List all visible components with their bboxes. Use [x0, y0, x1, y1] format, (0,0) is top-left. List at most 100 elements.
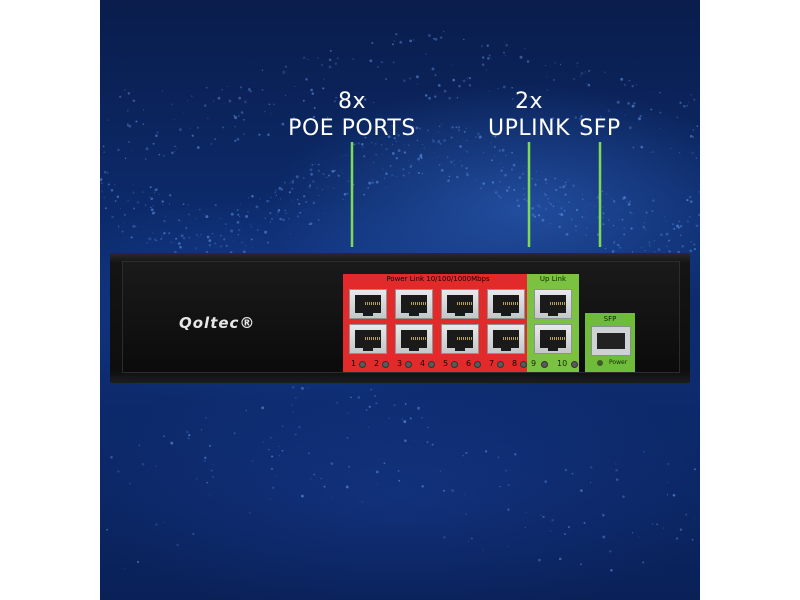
background-dot	[475, 136, 477, 138]
background-dot	[434, 151, 436, 153]
background-dot	[667, 481, 669, 483]
sfp-label: SFP	[568, 115, 632, 142]
background-dot	[466, 78, 468, 80]
background-dot	[465, 139, 468, 142]
background-dot	[523, 171, 525, 173]
background-dot	[346, 436, 349, 439]
background-dot	[391, 173, 394, 177]
background-dot	[372, 178, 374, 181]
background-dot	[385, 148, 388, 150]
background-dot	[505, 143, 508, 145]
background-dot	[156, 240, 158, 242]
background-dot	[208, 239, 212, 243]
background-dot	[678, 220, 681, 223]
background-dot	[490, 159, 493, 162]
background-dot	[490, 142, 492, 144]
background-dot	[607, 109, 611, 113]
background-dot	[490, 57, 492, 59]
background-dot	[163, 220, 166, 223]
background-dot	[627, 203, 631, 206]
background-dot	[238, 96, 242, 100]
background-dot	[408, 172, 410, 174]
background-dot	[371, 42, 374, 44]
background-dot	[133, 224, 137, 228]
background-dot	[412, 39, 415, 41]
background-dot	[292, 200, 294, 202]
background-dot	[511, 168, 513, 171]
background-dot	[171, 103, 173, 105]
background-dot	[641, 247, 643, 249]
background-dot	[582, 198, 584, 200]
background-dot	[544, 194, 547, 197]
background-dot	[610, 569, 613, 572]
background-dot	[274, 191, 276, 194]
background-dot	[268, 103, 271, 106]
background-dot	[534, 183, 537, 186]
background-dot	[310, 88, 313, 92]
background-dot	[454, 164, 456, 166]
background-dot	[376, 65, 379, 69]
background-dot	[268, 200, 271, 202]
background-dot	[586, 227, 588, 229]
background-dot	[128, 141, 130, 143]
background-dot	[371, 181, 374, 184]
background-dot	[199, 208, 201, 211]
poe-count: 8x	[337, 89, 367, 114]
background-dot	[247, 88, 251, 91]
background-dot	[686, 220, 690, 223]
background-dot	[267, 241, 270, 244]
background-dot	[694, 517, 696, 519]
ethernet-port	[395, 289, 433, 319]
background-dot	[421, 172, 424, 175]
background-dot	[631, 251, 634, 253]
background-dot	[380, 144, 383, 146]
background-dot	[141, 462, 145, 466]
background-dot	[118, 226, 120, 228]
background-dot	[416, 139, 418, 141]
background-dot	[250, 238, 253, 241]
background-dot	[250, 226, 253, 228]
background-dot	[537, 179, 539, 181]
background-dot	[282, 413, 284, 415]
background-dot	[238, 229, 241, 232]
background-dot	[382, 168, 384, 170]
background-dot	[209, 494, 211, 496]
background-dot	[162, 90, 163, 92]
background-dot	[440, 169, 444, 172]
background-dot	[116, 195, 120, 198]
background-dot	[421, 143, 424, 145]
background-dot	[676, 116, 678, 119]
background-dot	[364, 136, 367, 139]
background-dot	[450, 136, 453, 139]
background-dot	[677, 250, 681, 254]
ethernet-port	[349, 289, 387, 319]
background-dot	[111, 215, 114, 219]
background-dot	[141, 191, 144, 194]
poe-ports-label: 8x POE PORTS	[282, 88, 422, 142]
background-dot	[679, 528, 683, 531]
background-dot	[401, 418, 404, 420]
background-dot	[466, 172, 469, 175]
background-dot	[295, 175, 299, 179]
background-dot	[124, 157, 127, 160]
background-dot	[558, 201, 560, 202]
background-dot	[465, 127, 467, 129]
background-dot	[399, 40, 403, 44]
background-dot	[499, 196, 502, 199]
background-dot	[267, 133, 270, 137]
background-dot	[326, 176, 328, 179]
background-dot	[175, 237, 178, 240]
background-dot	[656, 523, 658, 526]
background-dot	[393, 137, 396, 140]
background-dot	[328, 58, 332, 62]
background-dot	[294, 433, 297, 436]
background-dot	[608, 550, 612, 553]
background-dot	[451, 125, 454, 129]
background-dot	[372, 161, 375, 164]
background-dot	[132, 191, 135, 194]
background-dot	[223, 238, 226, 241]
background-dot	[324, 213, 326, 215]
ethernet-port	[534, 324, 572, 354]
uplink-label: 2x UPLINK	[475, 88, 583, 142]
